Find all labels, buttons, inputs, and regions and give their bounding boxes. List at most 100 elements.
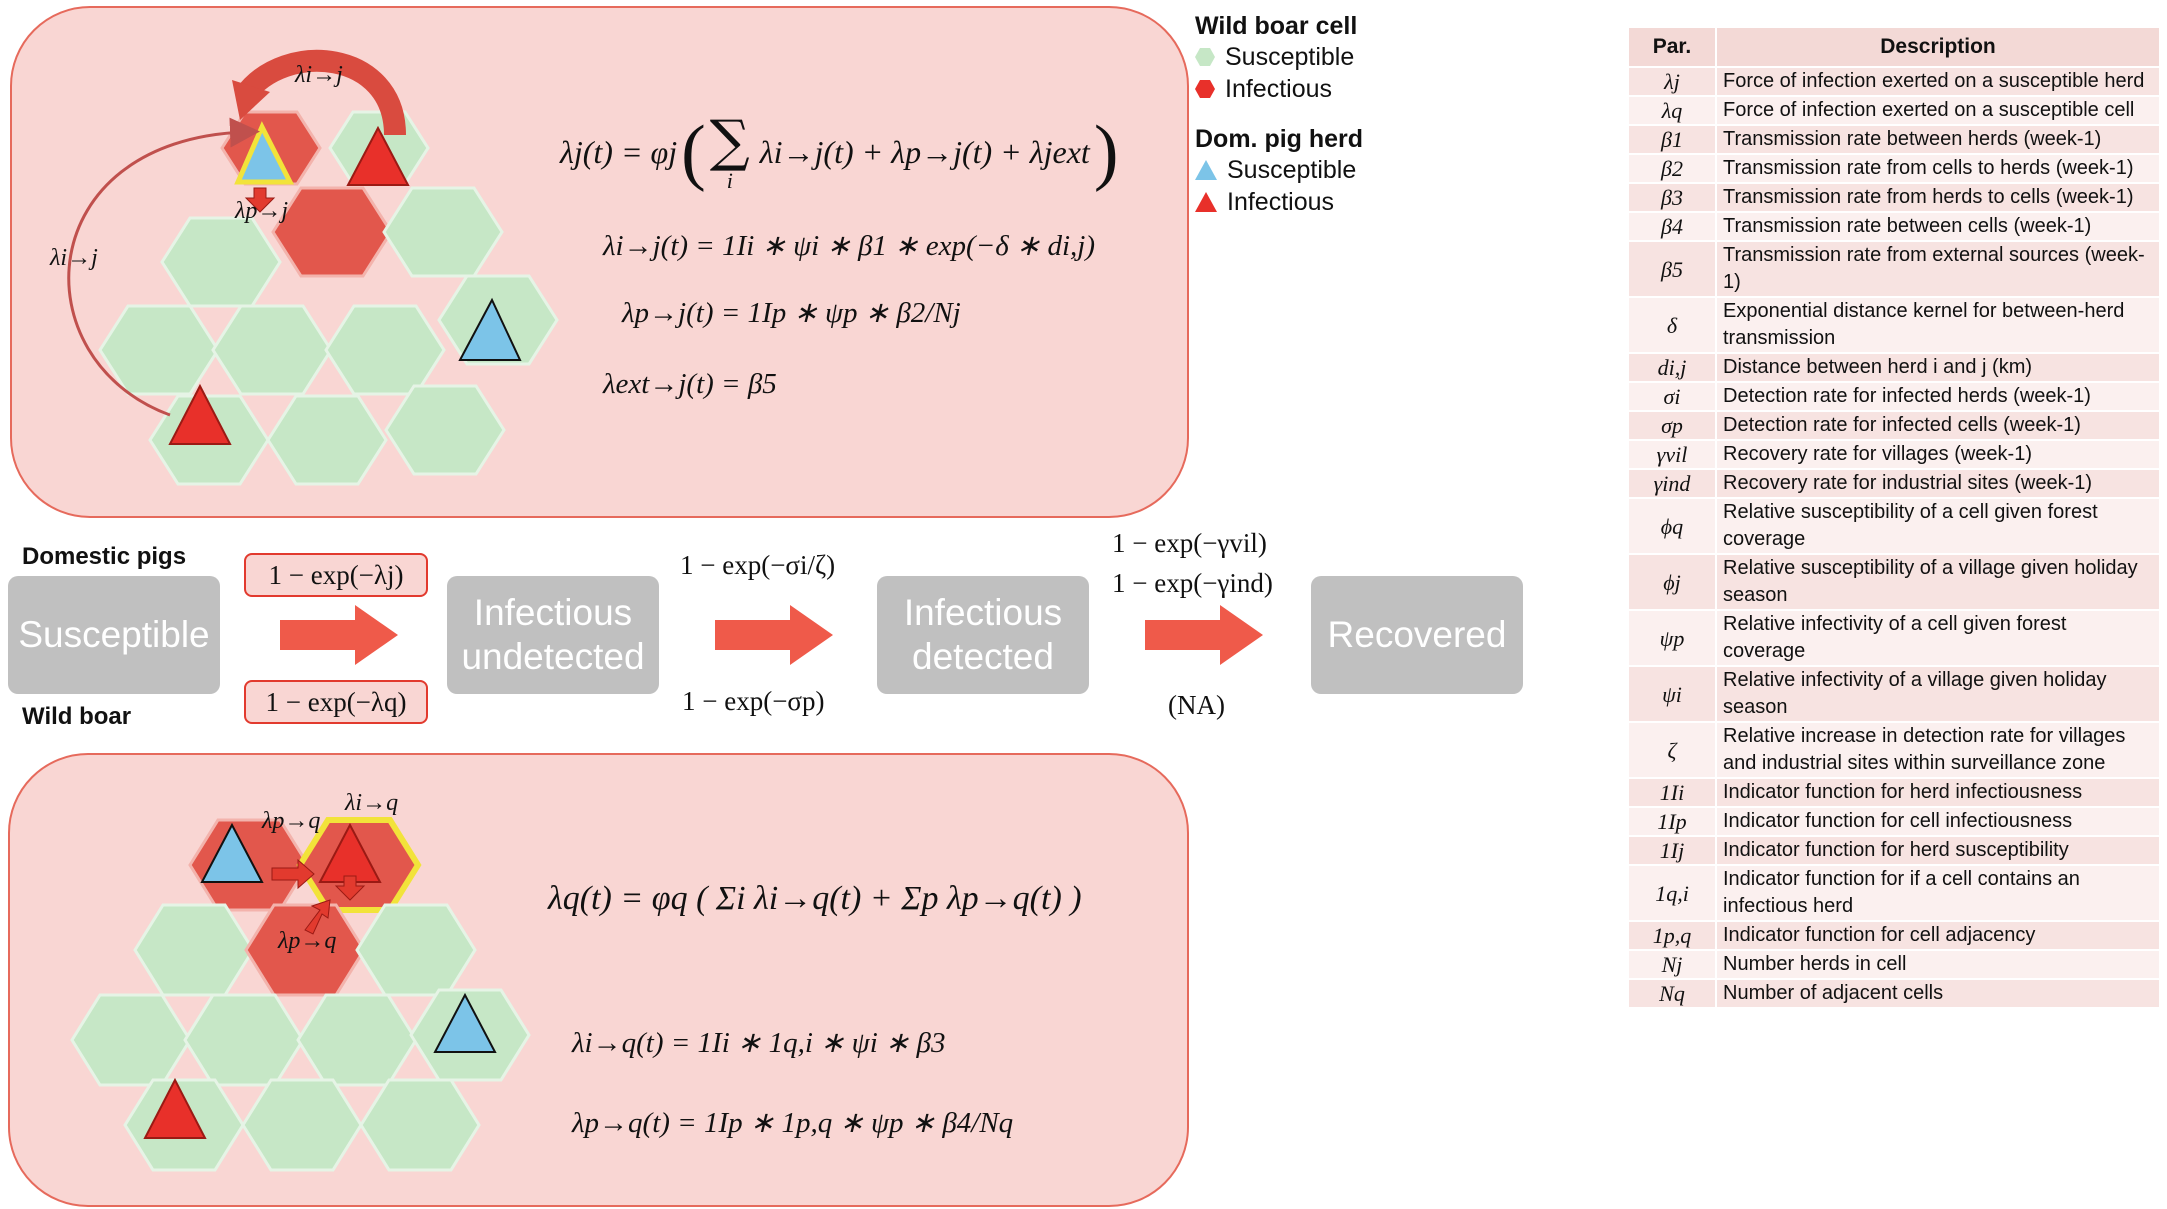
param-symbol: β2 <box>1627 153 1717 184</box>
group-label-domestic: Domestic pigs <box>22 543 187 570</box>
param-symbol: ψp <box>1627 609 1717 667</box>
param-symbol: λq <box>1627 95 1717 126</box>
param-symbol: 1Ij <box>1627 835 1717 866</box>
param-symbol: β4 <box>1627 211 1717 242</box>
param-description: Exponential distance kernel for between-… <box>1715 296 2161 354</box>
down-arrow-icon <box>244 187 276 213</box>
curved-arrow-top <box>236 49 406 136</box>
pig-herd-infectious <box>168 383 232 445</box>
hexagon-green-icon <box>1195 48 1215 66</box>
header-description: Description <box>1715 26 2161 68</box>
legend-pig-susceptible: Susceptible <box>1195 154 1395 186</box>
param-symbol: 1q,i <box>1627 864 1717 922</box>
top-hex-row-2 <box>160 186 504 308</box>
bottom-equation-2: λp→q(t) = 1Ip ∗ 1p,q ∗ ψp ∗ β4/Nq <box>572 1107 1014 1139</box>
group-label-wild: Wild boar <box>22 703 132 730</box>
top-equation-2: λp→j(t) = 1Ip ∗ ψp ∗ β2/Nj <box>622 297 961 329</box>
param-description: Number of adjacent cells <box>1715 978 2161 1009</box>
param-symbol: β3 <box>1627 182 1717 213</box>
rate-sigma-i-zeta: 1 − exp(−σi/ζ) <box>680 550 836 580</box>
legend: Wild boar cell Susceptible Infectious Do… <box>1195 12 1395 218</box>
curved-arrow-left <box>67 117 260 417</box>
bottom-equation-main: λq(t) = φq ( Σi λi→q(t) + Σp λp→q(t) ) <box>548 880 1082 917</box>
table-header-row: Par. Description <box>1627 26 2161 68</box>
label-i-to-j-top: λi→j <box>295 62 343 88</box>
rate-box-lambda-q: 1 − exp(−λq) <box>244 680 428 724</box>
param-description: Relative increase in detection rate for … <box>1715 721 2161 779</box>
param-description: Relative susceptibility of a cell given … <box>1715 497 2161 555</box>
param-description: Indicator function for herd infectiousne… <box>1715 777 2161 808</box>
param-description: Indicator function for cell infectiousne… <box>1715 806 2161 837</box>
label-i-to-q: λi→q <box>345 790 399 816</box>
cell-hexagon-grid <box>70 817 531 1172</box>
eq-main-lhs: λj(t) = φj <box>560 134 678 170</box>
param-description: Transmission rate from herds to cells (w… <box>1715 182 2161 213</box>
param-symbol: γvil <box>1627 439 1717 470</box>
bottom-equation-1: λi→q(t) = 1Ii ∗ 1q,i ∗ ψi ∗ β3 <box>572 1027 946 1059</box>
param-symbol: λj <box>1627 66 1717 97</box>
pig-herd-susceptible-highlighted <box>234 121 295 185</box>
param-description: Recovery rate for industrial sites (week… <box>1715 468 2161 499</box>
param-symbol: Nj <box>1627 949 1717 980</box>
pig-herd-susceptible <box>458 297 522 361</box>
state-recovered: Recovered <box>1311 576 1523 694</box>
rate-sigma-p: 1 − exp(−σp) <box>682 686 825 716</box>
param-description: Indicator function for cell adjacency <box>1715 920 2161 951</box>
param-description: Transmission rate from external sources … <box>1715 240 2161 298</box>
top-equation-1: λi→j(t) = 1Ii ∗ ψi ∗ β1 ∗ exp(−δ ∗ di,j) <box>603 230 1096 262</box>
label-p-to-j: λp→j <box>235 198 289 224</box>
sum-symbol: ∑i <box>709 108 750 193</box>
param-description: Number herds in cell <box>1715 949 2161 980</box>
param-symbol: ϕq <box>1627 497 1717 555</box>
param-description: Force of infection exerted on a suscepti… <box>1715 66 2161 97</box>
param-symbol: γind <box>1627 468 1717 499</box>
param-symbol: Nq <box>1627 978 1717 1009</box>
param-symbol: 1Ip <box>1627 806 1717 837</box>
param-symbol: β1 <box>1627 124 1717 155</box>
label-p-to-q-bottom: λp→q <box>278 928 337 954</box>
up-right-arrow-icon <box>304 899 331 935</box>
rate-gamma-vil: 1 − exp(−γvil) <box>1112 528 1267 558</box>
pig-herd-susceptible <box>433 992 497 1053</box>
top-equation-main: λj(t) = φj ( ∑i λi→j(t) + λp→j(t) + λjex… <box>560 110 1118 195</box>
param-symbol: 1p,q <box>1627 920 1717 951</box>
rate-box-lambda-j: 1 − exp(−λj) <box>244 553 428 597</box>
paren-open: ( <box>681 111 706 193</box>
flow-arrow-2 <box>715 605 833 665</box>
top-equation-3: λext→j(t) = β5 <box>603 368 777 400</box>
param-symbol: di,j <box>1627 352 1717 383</box>
top-hex-row-3 <box>98 274 559 396</box>
param-symbol: 1Ii <box>1627 777 1717 808</box>
pig-herd-infectious <box>346 125 410 186</box>
param-symbol: ϕj <box>1627 553 1717 611</box>
legend-wild-boar-susceptible: Susceptible <box>1195 41 1395 73</box>
rate-gamma-ind: 1 − exp(−γind) <box>1112 568 1273 598</box>
flow-arrow-3 <box>1145 605 1263 665</box>
legend-wild-boar-title: Wild boar cell <box>1195 12 1358 40</box>
paren-close: ) <box>1093 111 1119 193</box>
